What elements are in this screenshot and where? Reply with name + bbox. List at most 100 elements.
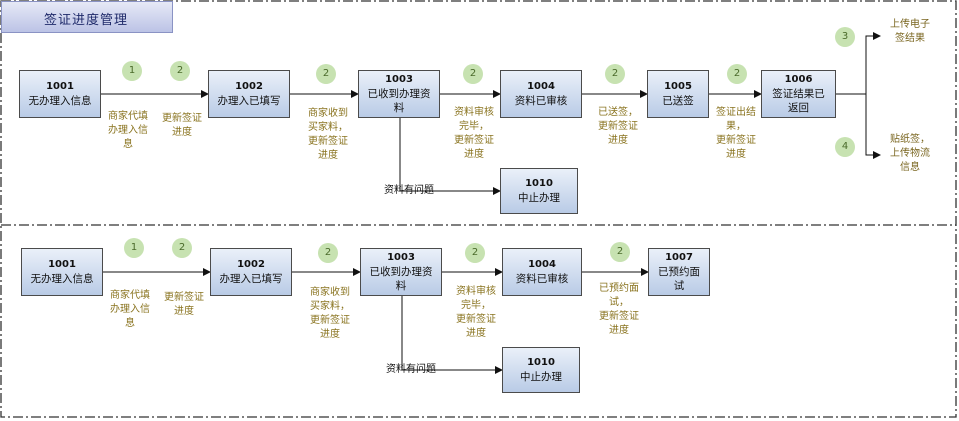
step-circle: 2 bbox=[727, 64, 747, 84]
state-box-1002: 1002 办理入已填写 bbox=[210, 248, 292, 296]
step-circle: 1 bbox=[124, 238, 144, 258]
state-code: 1001 bbox=[46, 81, 74, 92]
note-line: 试， bbox=[609, 297, 629, 308]
note-line: 更新签证 bbox=[598, 121, 638, 132]
note-line: 上传电子 bbox=[890, 19, 930, 30]
note-sent: 已送签， 更新签证 进度 bbox=[592, 106, 644, 148]
note-line: 办理入信 bbox=[110, 304, 150, 315]
note-line: 更新签证 bbox=[454, 135, 494, 146]
note-upload-e: 上传电子 签结果 bbox=[882, 18, 938, 46]
state-box-1010: 1010 中止办理 bbox=[502, 347, 580, 393]
state-box-1001: 1001 无办理入信息 bbox=[19, 70, 101, 118]
step-circle: 2 bbox=[172, 238, 192, 258]
state-label: 已收到办理资 bbox=[367, 88, 431, 100]
state-label-line2: 试 bbox=[673, 280, 685, 292]
step-circle: 2 bbox=[463, 64, 483, 84]
state-box-1001: 1001 无办理入信息 bbox=[21, 248, 103, 296]
state-code: 1002 bbox=[237, 259, 265, 270]
note-line: 进度 bbox=[172, 127, 192, 138]
note-received: 商家收到 买家料， 更新签证 进度 bbox=[302, 107, 354, 163]
note-line: 更新签证 bbox=[308, 136, 348, 147]
step-circle: 2 bbox=[610, 242, 630, 262]
state-label: 中止办理 bbox=[518, 192, 560, 204]
note-line: 商家代填 bbox=[108, 111, 148, 122]
state-box-1004: 1004 资料已审核 bbox=[502, 248, 582, 296]
note-line: 息 bbox=[125, 318, 135, 329]
note-sticker: 贴纸签， 上传物流 信息 bbox=[882, 133, 938, 175]
note-line: 资料审核 bbox=[454, 107, 494, 118]
state-label-line2: 料 bbox=[393, 102, 405, 114]
note-line: 进度 bbox=[174, 306, 194, 317]
state-box-1010: 1010 中止办理 bbox=[500, 168, 578, 214]
state-code: 1001 bbox=[48, 259, 76, 270]
state-box-1007: 1007 已预约面 试 bbox=[648, 248, 710, 296]
state-label: 办理入已填写 bbox=[217, 95, 281, 107]
note-line: 买家料， bbox=[310, 301, 350, 312]
state-box-1003: 1003 已收到办理资 料 bbox=[358, 70, 440, 118]
arrow-1006-upload bbox=[865, 32, 881, 94]
note-line: 签证出结 bbox=[716, 107, 756, 118]
note-line: 商家收到 bbox=[310, 287, 350, 298]
note-line: 进度 bbox=[609, 325, 629, 336]
note-line: 更新签证 bbox=[310, 315, 350, 326]
note-line: 进度 bbox=[466, 328, 486, 339]
note-line: 资料审核 bbox=[456, 286, 496, 297]
state-label: 无办理入信息 bbox=[28, 95, 92, 107]
note-reviewed: 资料审核 完毕， 更新签证 进度 bbox=[450, 285, 502, 341]
page-title: 签证进度管理 bbox=[44, 13, 129, 28]
note-merchant-fill: 商家代填 办理入信 息 bbox=[102, 110, 154, 152]
step-circle: 2 bbox=[318, 243, 338, 263]
note-line: 更新签证 bbox=[456, 314, 496, 325]
note-problem: 资料有问题 bbox=[384, 185, 434, 196]
state-code: 1003 bbox=[385, 74, 413, 85]
note-line: 更新签证 bbox=[716, 135, 756, 146]
note-line: 已送签， bbox=[598, 107, 638, 118]
state-label: 无办理入信息 bbox=[30, 273, 94, 285]
note-line: 果， bbox=[726, 121, 746, 132]
note-merchant-fill: 商家代填 办理入信 息 bbox=[104, 289, 156, 331]
note-result: 签证出结 果， 更新签证 进度 bbox=[710, 106, 762, 162]
state-box-1003: 1003 已收到办理资 料 bbox=[360, 248, 442, 296]
state-code: 1006 bbox=[784, 74, 813, 85]
state-code: 1010 bbox=[525, 178, 553, 189]
note-update-progress: 更新签证 进度 bbox=[156, 112, 208, 140]
note-line: 已预约面 bbox=[599, 283, 639, 294]
state-box-1005: 1005 已送签 bbox=[647, 70, 709, 118]
state-label: 签证结果已 bbox=[772, 88, 825, 100]
step-circle: 2 bbox=[465, 243, 485, 263]
note-line: 上传物流 bbox=[890, 148, 930, 159]
note-line: 贴纸签， bbox=[890, 134, 930, 145]
state-label: 已送签 bbox=[662, 95, 694, 107]
state-code: 1007 bbox=[665, 252, 693, 263]
state-code: 1004 bbox=[527, 81, 555, 92]
step-circle: 3 bbox=[835, 27, 855, 47]
state-code: 1010 bbox=[527, 357, 555, 368]
note-line: 进度 bbox=[464, 149, 484, 160]
note-received: 商家收到 买家料， 更新签证 进度 bbox=[304, 286, 356, 342]
state-code: 1002 bbox=[235, 81, 263, 92]
note-problem: 资料有问题 bbox=[386, 364, 436, 375]
state-label: 办理入已填写 bbox=[219, 273, 283, 285]
state-code: 1003 bbox=[387, 252, 415, 263]
note-line: 完毕， bbox=[461, 300, 491, 311]
note-line: 信息 bbox=[900, 162, 920, 173]
step-circle: 1 bbox=[122, 61, 142, 81]
note-line: 商家收到 bbox=[308, 108, 348, 119]
state-box-1004: 1004 资料已审核 bbox=[500, 70, 582, 118]
note-appointment: 已预约面 试， 更新签证 进度 bbox=[592, 282, 646, 338]
note-line: 进度 bbox=[320, 329, 340, 340]
note-line: 办理入信 bbox=[108, 125, 148, 136]
note-line: 息 bbox=[123, 139, 133, 150]
state-label: 资料已审核 bbox=[515, 273, 569, 285]
state-label-line2: 返回 bbox=[788, 102, 809, 114]
note-line: 更新签证 bbox=[162, 113, 202, 124]
note-line: 买家料， bbox=[308, 122, 348, 133]
state-label: 已预约面 bbox=[658, 266, 700, 278]
step-circle: 2 bbox=[170, 61, 190, 81]
note-reviewed: 资料审核 完毕， 更新签证 进度 bbox=[448, 106, 500, 162]
state-box-1006: 1006 签证结果已 返回 bbox=[761, 70, 836, 118]
arrow2-1003-1010 bbox=[401, 296, 503, 374]
